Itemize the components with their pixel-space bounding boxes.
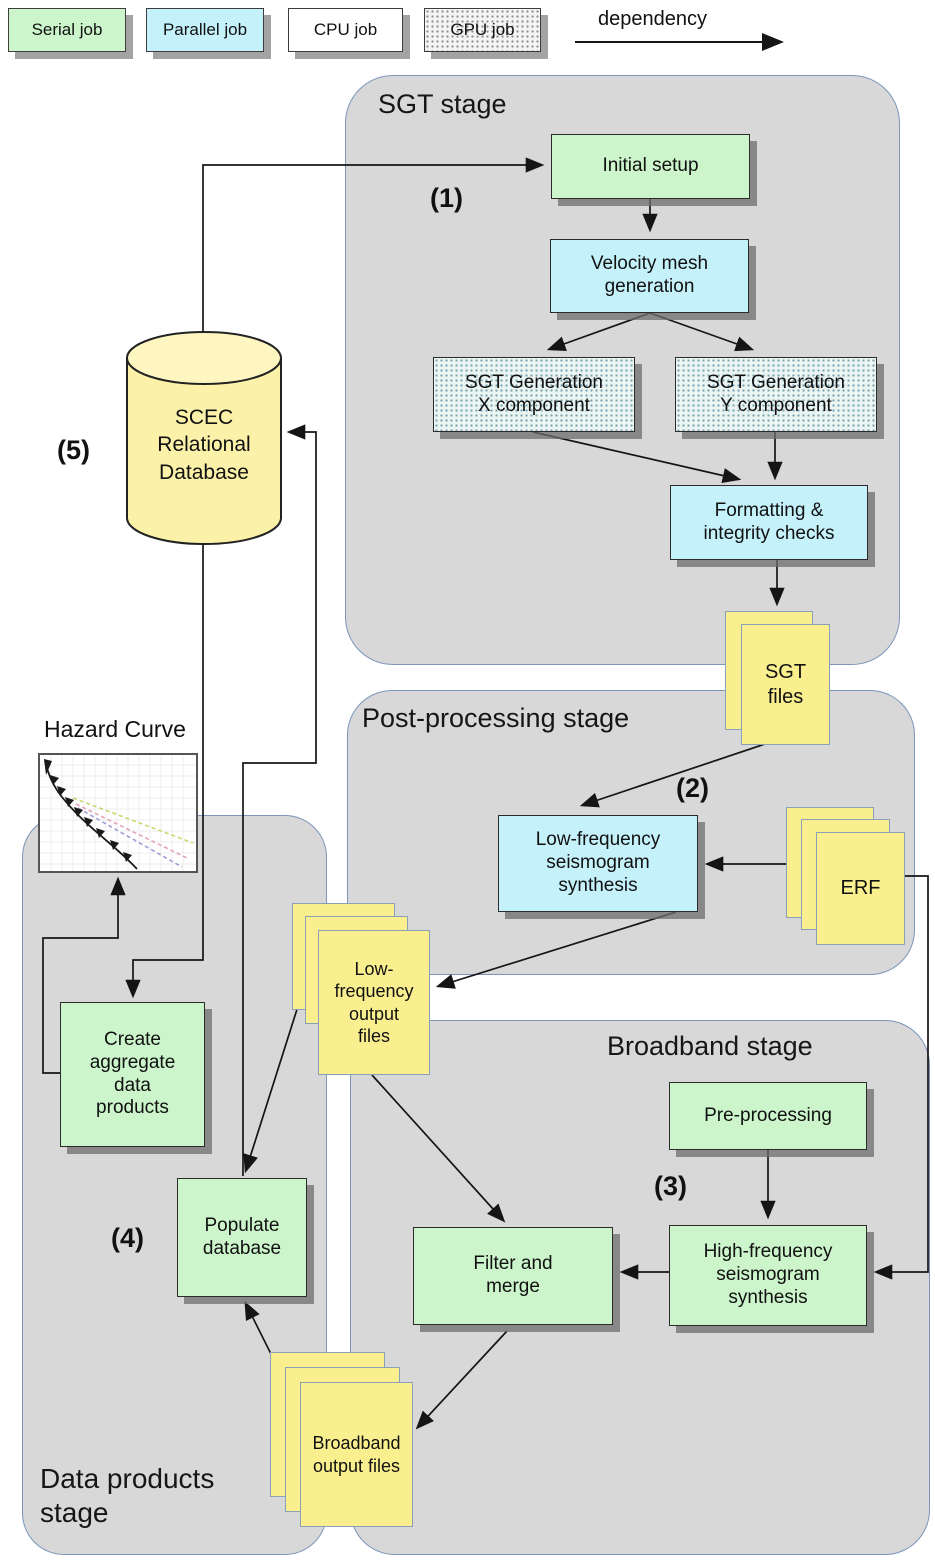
step-label-3: (3) <box>654 1171 687 1201</box>
hazard-curve-plot-icon <box>40 755 196 871</box>
node-filter-and-merge: Filter and merge <box>413 1227 613 1325</box>
step-label-1: (1) <box>430 183 463 213</box>
node-sgt-generation-x: SGT Generation X component <box>433 357 635 432</box>
file-sheet: ERF <box>816 832 905 945</box>
step-label-4: (4) <box>111 1223 144 1253</box>
node-pre-processing: Pre-processing <box>669 1082 867 1150</box>
node-scec-relational-database <box>125 330 283 548</box>
legend-cpu-label: CPU job <box>313 20 378 39</box>
node-broadband-output-files: Broadband output files <box>270 1352 413 1527</box>
node-low-frequency-seismogram-synthesis: Low-frequency seismogram synthesis <box>498 815 698 912</box>
legend-dependency-label: dependency <box>598 8 707 30</box>
legend-parallel-job: Parallel job <box>146 8 264 52</box>
file-sheet: SGT files <box>741 624 830 745</box>
node-sgt-generation-y: SGT Generation Y component <box>675 357 877 432</box>
broadband-output-files-label: Broadband output files <box>312 1433 401 1476</box>
hazard-curve-title: Hazard Curve <box>44 716 186 742</box>
node-erf: ERF <box>786 807 905 945</box>
node-formatting-integrity-checks: Formatting & integrity checks <box>670 485 868 560</box>
node-sgt-files: SGT files <box>725 611 830 745</box>
sgt-stage-title: SGT stage <box>378 89 507 119</box>
broadband-stage-title: Broadband stage <box>607 1031 813 1061</box>
post-processing-stage-title: Post-processing stage <box>362 703 630 733</box>
file-sheet: Broadband output files <box>300 1382 413 1527</box>
legend-parallel-label: Parallel job <box>162 20 248 39</box>
legend-dependency-arrow-icon <box>575 33 784 51</box>
node-initial-setup: Initial setup <box>551 134 750 199</box>
file-sheet: Low- frequency output files <box>318 930 430 1075</box>
node-high-frequency-seismogram-synthesis: High-frequency seismogram synthesis <box>669 1225 867 1326</box>
step-label-2: (2) <box>676 773 709 803</box>
legend-gpu-job: GPU job <box>424 8 541 52</box>
low-frequency-output-files-label: Low- frequency output files <box>334 958 414 1047</box>
legend-gpu-label: GPU job <box>450 20 515 39</box>
node-populate-database: Populate database <box>177 1178 307 1297</box>
step-label-5: (5) <box>57 435 90 465</box>
hazard-curve-chart <box>38 753 198 873</box>
database-cylinder-icon <box>126 331 282 545</box>
legend-serial-label: Serial job <box>31 20 103 39</box>
erf-label: ERF <box>840 877 881 899</box>
node-create-aggregate-data-products: Create aggregate data products <box>60 1002 205 1147</box>
data-products-stage-title: Data products stage <box>40 1463 215 1528</box>
node-velocity-mesh-generation: Velocity mesh generation <box>550 239 749 313</box>
legend-serial-job: Serial job <box>8 8 126 52</box>
node-low-frequency-output-files: Low- frequency output files <box>292 903 430 1075</box>
legend-cpu-job: CPU job <box>288 8 403 52</box>
scec-database-label: SCEC Relational Database <box>157 406 251 484</box>
sgt-files-label: SGT files <box>764 660 807 708</box>
